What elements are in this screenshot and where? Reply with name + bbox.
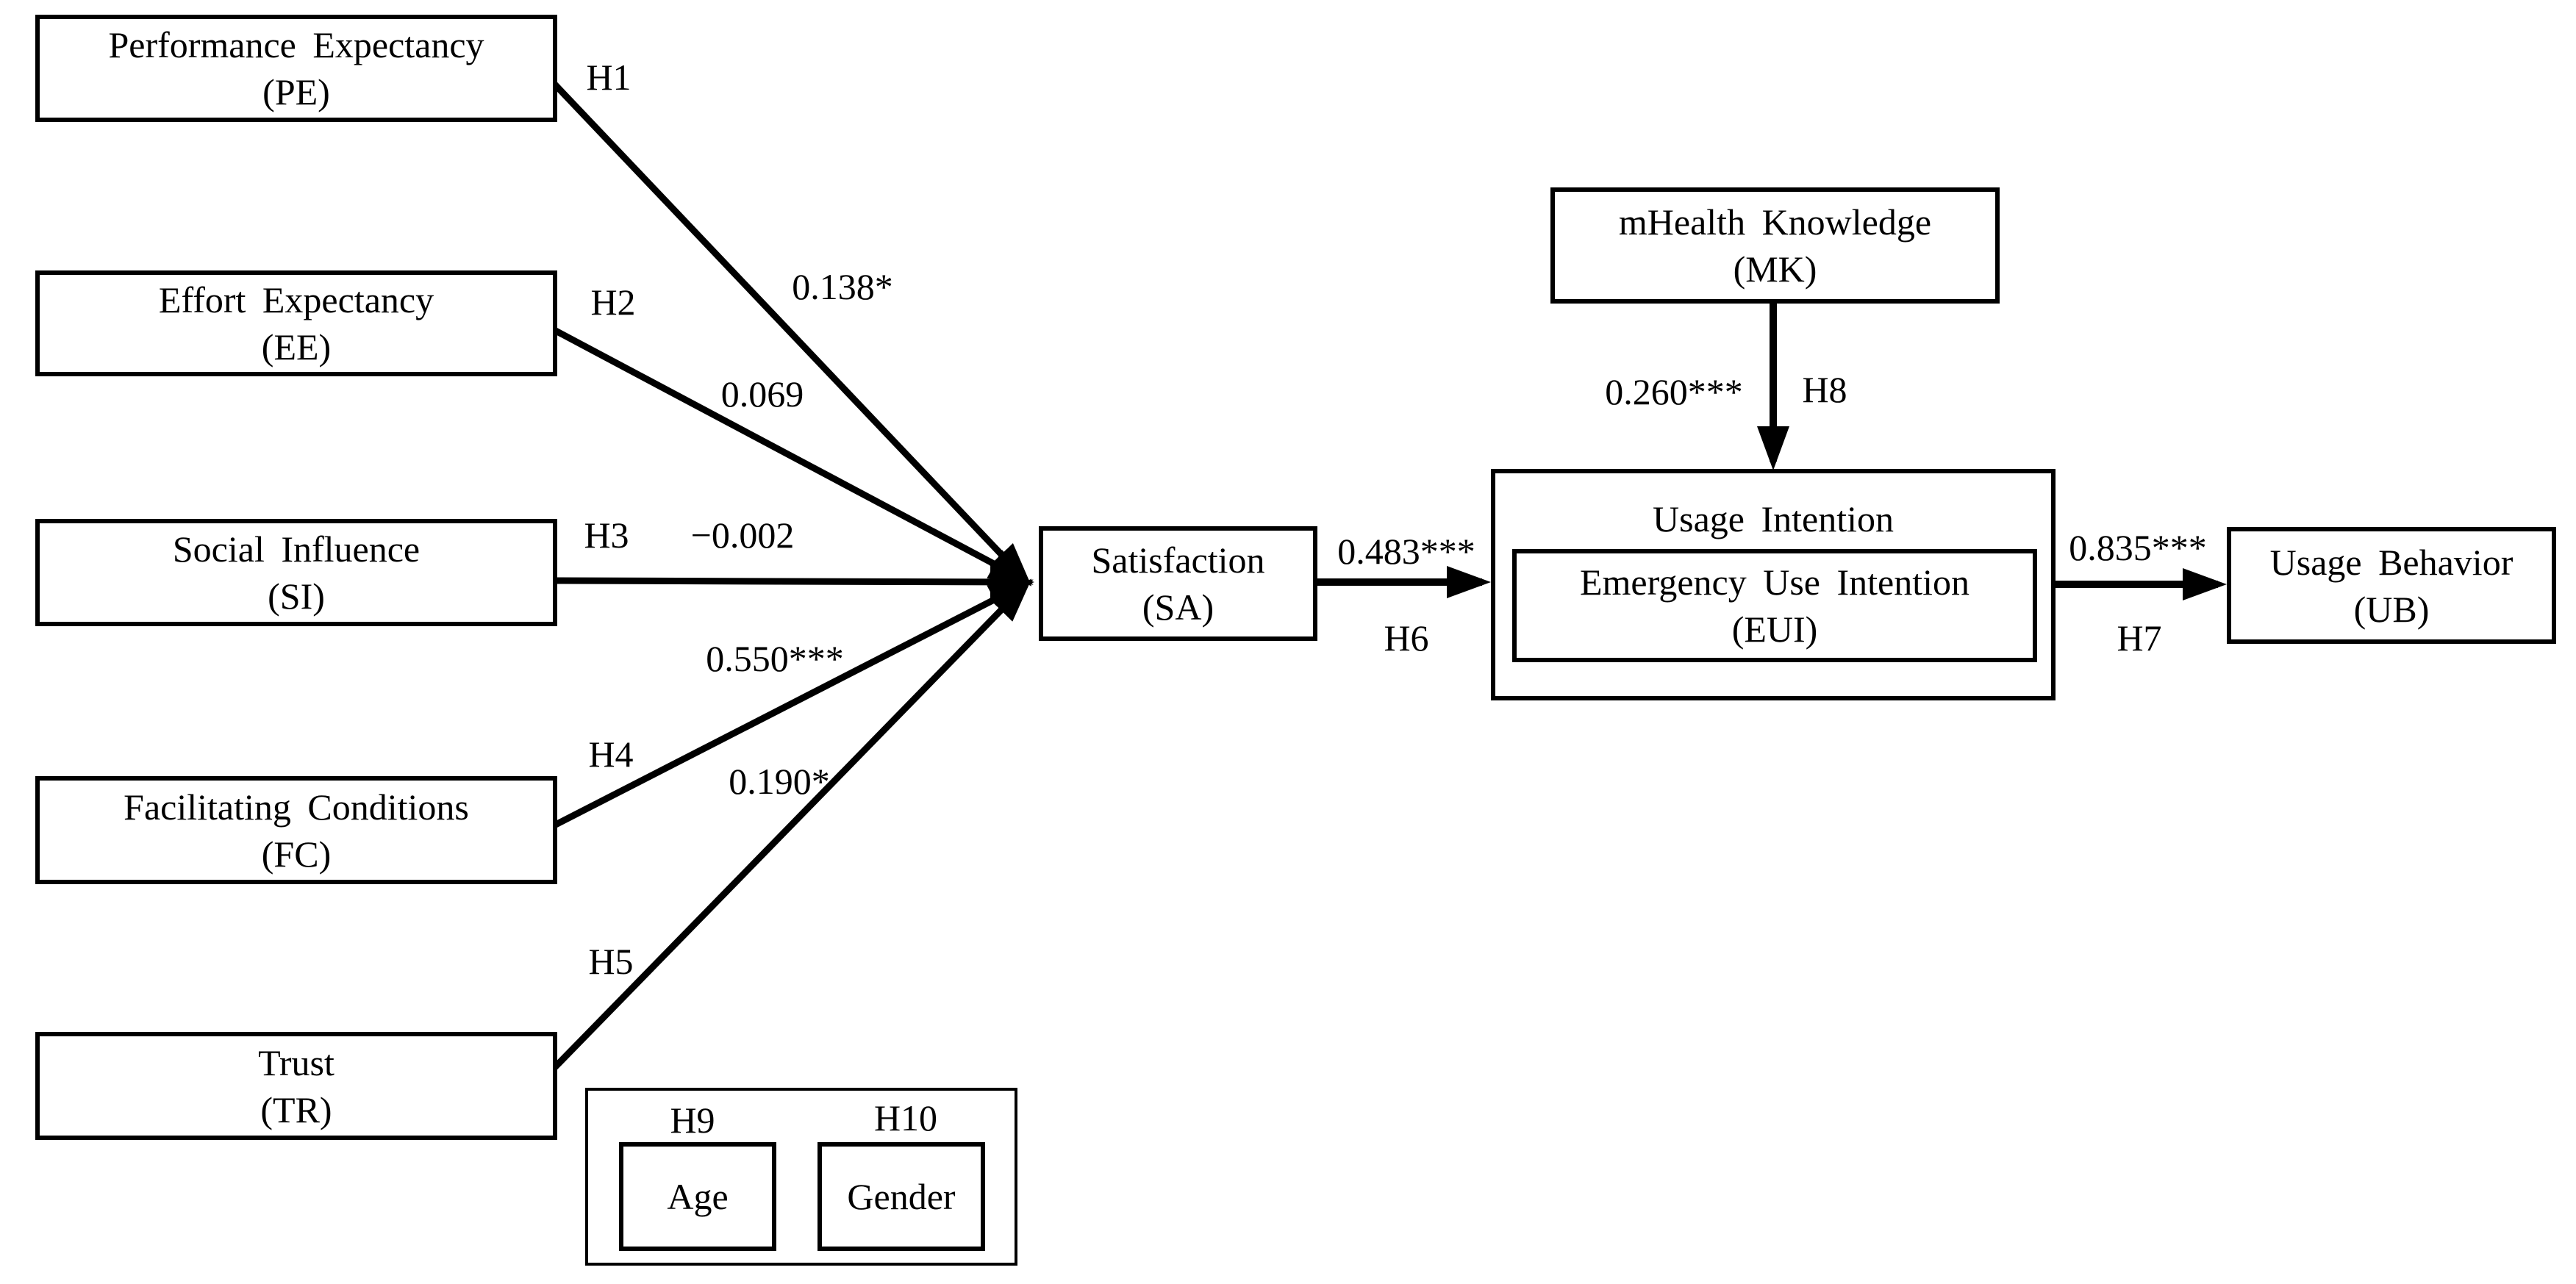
path-coefficient-h4: 0.550*** bbox=[706, 638, 844, 679]
path-coefficient-h7: 0.835*** bbox=[2069, 527, 2207, 568]
construct-abbr-ee: (EE) bbox=[261, 326, 332, 367]
construct-name-pe: Performance Expectancy bbox=[108, 24, 484, 65]
path-coefficient-h6: 0.483*** bbox=[1337, 531, 1475, 572]
construct-box-emergency-use-intention: Emergency Use Intention (EUI) bbox=[1512, 549, 2037, 662]
construct-name-tr: Trust bbox=[258, 1041, 334, 1083]
moderator-box-age: Age bbox=[619, 1142, 776, 1251]
path-label-h9: H9 bbox=[670, 1100, 715, 1141]
path-label-h7: H7 bbox=[2117, 617, 2162, 659]
construct-box-trust: Trust (TR) bbox=[35, 1032, 557, 1140]
path-coefficient-h5: 0.190* bbox=[729, 761, 830, 802]
construct-abbr-sa: (SA) bbox=[1142, 587, 1214, 628]
construct-name-sa: Satisfaction bbox=[1091, 539, 1265, 581]
construct-box-facilitating-conditions: Facilitating Conditions (FC) bbox=[35, 776, 557, 884]
path-label-h2: H2 bbox=[590, 281, 636, 323]
construct-abbr-pe: (PE) bbox=[262, 71, 330, 112]
construct-abbr-si: (SI) bbox=[268, 575, 325, 617]
construct-name-ui: Usage Intention bbox=[1653, 498, 1894, 539]
construct-box-performance-expectancy: Performance Expectancy (PE) bbox=[35, 15, 557, 122]
path-coefficient-h3: −0.002 bbox=[690, 514, 795, 556]
arrow-tr-to-sa bbox=[550, 578, 1032, 1072]
construct-box-usage-behavior: Usage Behavior (UB) bbox=[2227, 527, 2556, 644]
arrow-pe-to-sa bbox=[550, 79, 1032, 587]
construct-abbr-tr: (TR) bbox=[260, 1088, 332, 1130]
construct-box-satisfaction: Satisfaction (SA) bbox=[1039, 526, 1317, 641]
construct-abbr-eui: (EUI) bbox=[1731, 609, 1818, 650]
path-label-h6: H6 bbox=[1384, 617, 1429, 659]
path-label-h4: H4 bbox=[588, 734, 634, 775]
construct-name-ee: Effort Expectancy bbox=[158, 279, 434, 320]
path-label-h5: H5 bbox=[588, 941, 634, 982]
construct-abbr-ub: (UB) bbox=[2353, 588, 2430, 630]
moderators-panel bbox=[585, 1088, 1017, 1266]
construct-box-effort-expectancy: Effort Expectancy (EE) bbox=[35, 270, 557, 376]
construct-name-eui: Emergency Use Intention bbox=[1579, 562, 1970, 603]
arrow-si-to-sa bbox=[552, 565, 1034, 598]
path-coefficient-h8: 0.260*** bbox=[1605, 371, 1743, 412]
construct-name-ub: Usage Behavior bbox=[2269, 541, 2514, 583]
construct-abbr-fc: (FC) bbox=[261, 833, 332, 875]
construct-abbr-mk: (MK) bbox=[1733, 248, 1817, 290]
path-label-h1: H1 bbox=[586, 57, 632, 98]
construct-box-mhealth-knowledge: mHealth Knowledge (MK) bbox=[1550, 187, 2000, 304]
construct-name-fc: Facilitating Conditions bbox=[124, 786, 469, 828]
moderator-box-gender: Gender bbox=[817, 1142, 985, 1251]
construct-name-mk: mHealth Knowledge bbox=[1618, 201, 1932, 243]
path-label-h3: H3 bbox=[584, 514, 629, 556]
path-label-h8: H8 bbox=[1802, 369, 1847, 410]
construct-box-social-influence: Social Influence (SI) bbox=[35, 519, 557, 626]
path-coefficient-h1: 0.138* bbox=[792, 266, 893, 307]
moderator-name-gender: Gender bbox=[847, 1176, 956, 1217]
construct-name-si: Social Influence bbox=[172, 528, 421, 570]
arrow-fc-to-sa bbox=[551, 579, 1034, 830]
path-coefficient-h2: 0.069 bbox=[720, 373, 804, 415]
arrow-ee-to-sa bbox=[551, 326, 1034, 585]
moderator-name-age: Age bbox=[667, 1176, 729, 1217]
path-label-h10: H10 bbox=[873, 1097, 938, 1138]
